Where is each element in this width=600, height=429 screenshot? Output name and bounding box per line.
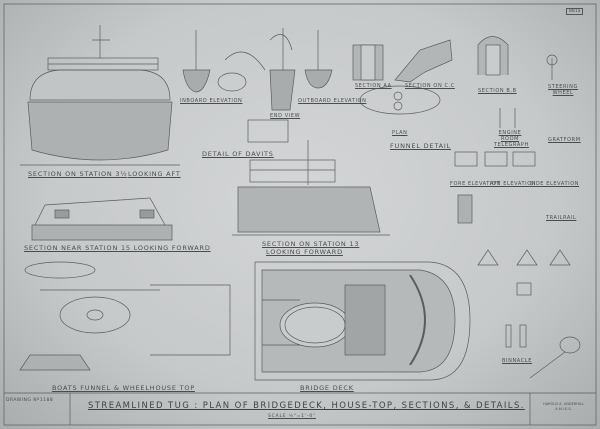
label-section-aa: SECTION AA <box>355 83 392 89</box>
sheet-border <box>3 3 597 426</box>
label-boats-funnel: BOATS FUNNEL & WHEELHOUSE TOP <box>52 384 196 392</box>
label-looking-forward: LOOKING FORWARD <box>266 248 343 256</box>
section-station-15-drawing <box>31 197 173 241</box>
label-plan: PLAN <box>392 130 408 136</box>
section-station-13-drawing <box>232 140 390 236</box>
label-outboard-elevation: OUTBOARD ELEVATION <box>298 98 367 104</box>
label-section-on-cc: SECTION ON C.C <box>405 83 455 89</box>
label-aft-elevation: AFT ELEVATION <box>490 181 537 187</box>
label-inboard-elevation: INBOARD ELEVATION <box>180 98 243 104</box>
fittings-drawing <box>454 54 581 379</box>
label-side-elevation: SIDE ELEVATION <box>530 181 580 187</box>
label-fore-elevation: FORE ELEVATION <box>450 181 501 187</box>
boats-funnel-wheelhouse-drawing <box>19 261 231 371</box>
label-trailrail: TRAILRAIL <box>546 215 577 221</box>
draughtsman-signature: HAROLD A. UNDERHILL A.M.I.E.S. <box>543 402 584 411</box>
label-detail-davits: DETAIL OF DAVITS <box>202 150 274 158</box>
funnel-detail-drawing <box>352 36 509 115</box>
sheet-reference: 881a <box>566 8 584 15</box>
drawing-number: DRAWING Nº1188 <box>6 398 54 403</box>
label-section-station-15: SECTION NEAR STATION 15 LOOKING FORWARD <box>24 244 211 252</box>
bridge-deck-drawing <box>254 261 471 381</box>
label-binnacle: BINNACLE <box>502 358 532 364</box>
drawing-title: STREAMLINED TUG : PLAN OF BRIDGEDECK, HO… <box>88 401 525 411</box>
label-engine-room-telegraph: ENGINE ROOM TELEGRAPH <box>494 130 529 148</box>
label-section-station-13: SECTION ON STATION 13 <box>262 240 360 248</box>
label-bridge-deck: BRIDGE DECK <box>300 384 354 392</box>
label-section-bb: SECTION B.B <box>478 88 517 94</box>
label-looking-aft: LOOKING AFT <box>128 170 181 178</box>
label-end-view: END VIEW <box>270 113 301 119</box>
label-section-station-3: SECTION ON STATION 3½ <box>28 170 128 178</box>
label-funnel-detail: FUNNEL DETAIL <box>390 142 451 150</box>
label-steering-wheel: STEERING WHEEL <box>548 84 578 96</box>
section-station-3-drawing <box>20 25 180 166</box>
label-gratform: GRATFORM <box>548 137 581 143</box>
davits-drawing <box>182 28 333 143</box>
drawing-scale: SCALE ¼"=1'-0" <box>268 414 316 419</box>
